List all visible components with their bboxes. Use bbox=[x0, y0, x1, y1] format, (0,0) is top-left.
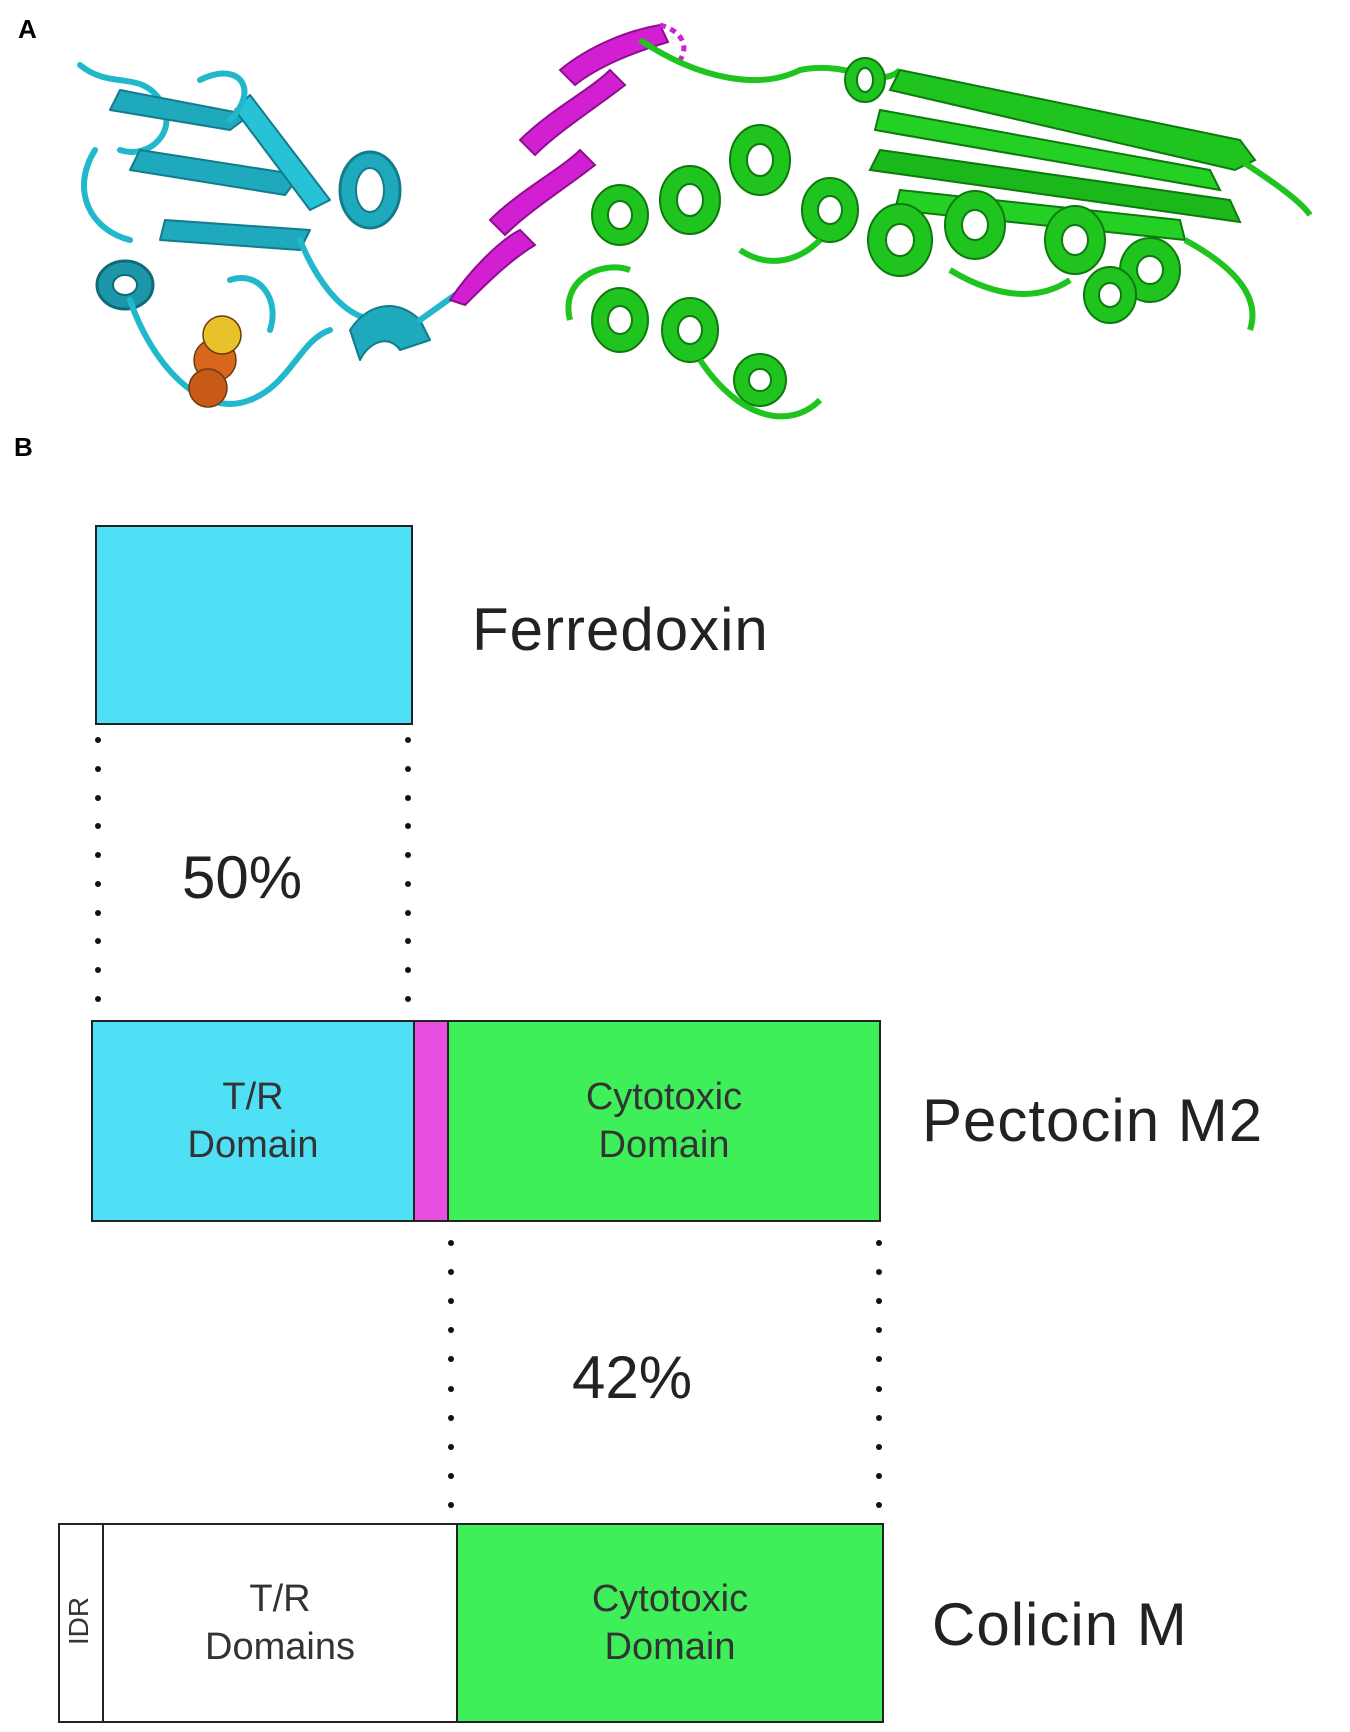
pectocin-tr-line1: T/R bbox=[222, 1076, 284, 1118]
connector-dot bbox=[405, 823, 411, 830]
connector-dot bbox=[405, 909, 411, 916]
identity-percent-bottom: 42% bbox=[572, 1344, 693, 1411]
connector-dot bbox=[405, 765, 411, 772]
pectocin-cytotoxic-domain-box: Cytotoxic Domain bbox=[447, 1020, 881, 1222]
connector-dot bbox=[405, 852, 411, 859]
ferredoxin-box bbox=[95, 525, 413, 725]
connector-dot bbox=[95, 880, 101, 887]
dotted-connector-top-right bbox=[405, 737, 411, 1002]
colicin-cyto-line2: Domain bbox=[604, 1626, 736, 1668]
connector-dot bbox=[876, 1327, 882, 1334]
panel-b-label: B bbox=[14, 432, 33, 462]
connector-dot bbox=[95, 823, 101, 830]
connector-dot bbox=[405, 938, 411, 945]
protein-structure-illustration bbox=[77, 22, 1313, 420]
iron-sulfur-cluster bbox=[188, 315, 242, 408]
connector-dot bbox=[876, 1443, 882, 1450]
connector-dot bbox=[876, 1472, 882, 1479]
connector-dot bbox=[876, 1385, 882, 1392]
cytotoxic-domain-ribbon bbox=[565, 37, 1313, 420]
connector-dot bbox=[876, 1356, 882, 1363]
connector-dot bbox=[448, 1414, 454, 1421]
connector-dot bbox=[876, 1298, 882, 1305]
identity-percent-top: 50% bbox=[182, 844, 303, 911]
colicin-tr-line1: T/R bbox=[249, 1578, 311, 1620]
connector-dot bbox=[95, 996, 101, 1002]
ferredoxin-label: Ferredoxin bbox=[472, 596, 769, 663]
connector-dot bbox=[95, 765, 101, 772]
pectocin-cyto-line2: Domain bbox=[598, 1124, 730, 1166]
pectocin-tr-line2: Domain bbox=[187, 1124, 319, 1166]
connector-dot bbox=[448, 1443, 454, 1450]
colicin-idr-box: IDR bbox=[58, 1523, 104, 1723]
pectocin-m2-label: Pectocin M2 bbox=[922, 1087, 1264, 1154]
connector-dot bbox=[448, 1502, 454, 1508]
connector-dot bbox=[95, 737, 101, 743]
dotted-connector-top-left bbox=[95, 737, 101, 1002]
connector-dot bbox=[876, 1269, 882, 1276]
connector-dot bbox=[95, 909, 101, 916]
ferredoxin-domain-ribbon bbox=[77, 62, 458, 407]
connector-dot bbox=[448, 1298, 454, 1305]
pectocin-tr-domain-box: T/R Domain bbox=[91, 1020, 415, 1222]
connector-dot bbox=[448, 1385, 454, 1392]
connector-dot bbox=[95, 938, 101, 945]
connector-dot bbox=[876, 1414, 882, 1421]
pectocin-linker-box bbox=[413, 1020, 449, 1222]
colicin-tr-domains-box: T/R Domains bbox=[102, 1523, 458, 1723]
colicin-cyto-line1: Cytotoxic bbox=[591, 1578, 749, 1620]
connector-dot bbox=[448, 1240, 454, 1246]
connector-dot bbox=[95, 967, 101, 974]
connector-dot bbox=[876, 1240, 882, 1246]
colicin-cytotoxic-domain-box: Cytotoxic Domain bbox=[456, 1523, 884, 1723]
colicin-tr-line2: Domains bbox=[205, 1626, 355, 1668]
connector-dot bbox=[405, 737, 411, 743]
connector-dot bbox=[448, 1269, 454, 1276]
connector-dot bbox=[876, 1502, 882, 1508]
colicin-m-label: Colicin M bbox=[932, 1591, 1188, 1658]
connector-dot bbox=[448, 1472, 454, 1479]
connector-dot bbox=[95, 852, 101, 859]
dotted-connector-bottom-left bbox=[448, 1240, 454, 1508]
pectocin-cyto-line1: Cytotoxic bbox=[585, 1076, 743, 1118]
connector-dot bbox=[405, 794, 411, 801]
connector-dot bbox=[448, 1327, 454, 1334]
panel-a-label: A bbox=[18, 14, 37, 44]
connector-dot bbox=[405, 880, 411, 887]
connector-dot bbox=[448, 1356, 454, 1363]
dotted-connector-bottom-right bbox=[876, 1240, 882, 1508]
connector-dot bbox=[405, 996, 411, 1002]
connector-dot bbox=[405, 967, 411, 974]
connector-dot bbox=[95, 794, 101, 801]
linker-helix-ribbon bbox=[448, 22, 687, 307]
colicin-idr-label: IDR bbox=[63, 1596, 94, 1646]
